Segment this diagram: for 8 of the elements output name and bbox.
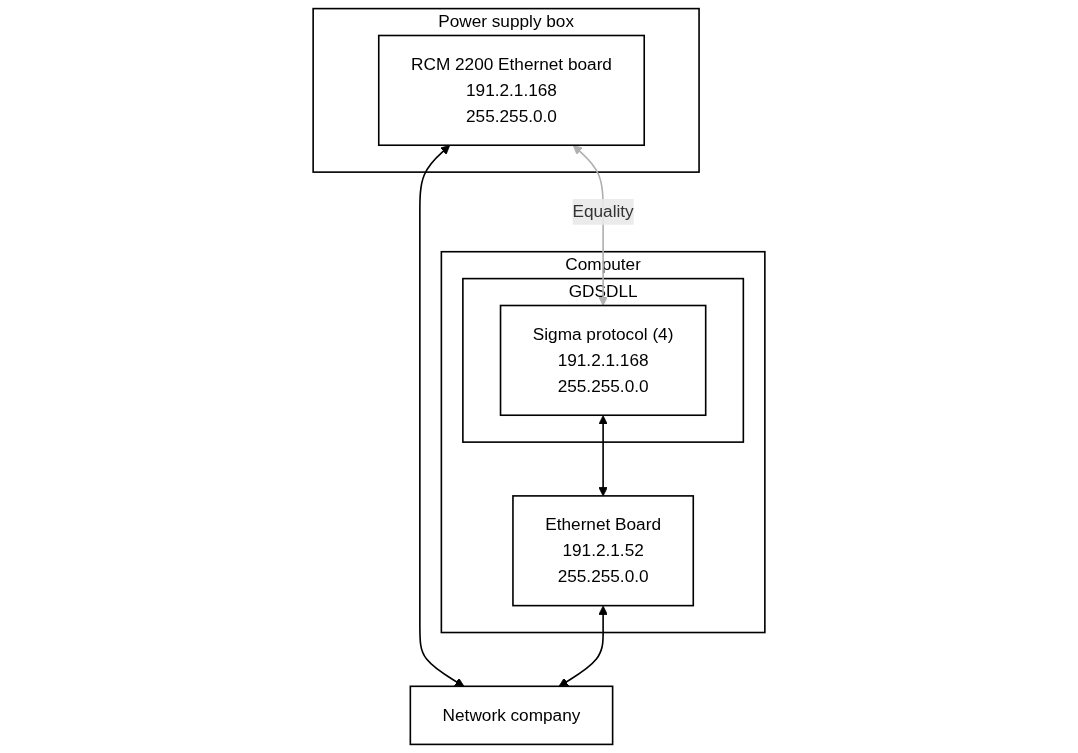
arrow	[558, 605, 608, 687]
arrow	[419, 145, 465, 687]
node-box: RCM 2200 Ethernet board 191.2.1.168 255.255.0.0	[377, 34, 645, 147]
arrow	[598, 415, 608, 497]
node-box: Sigma protocol (4) 191.2.1.168 255.255.0.0	[499, 304, 707, 417]
node-box: Network company	[409, 685, 614, 746]
edge-label: Equality	[572, 202, 634, 221]
node-box: Ethernet Board 191.2.1.52 255.255.0.0	[512, 495, 695, 607]
